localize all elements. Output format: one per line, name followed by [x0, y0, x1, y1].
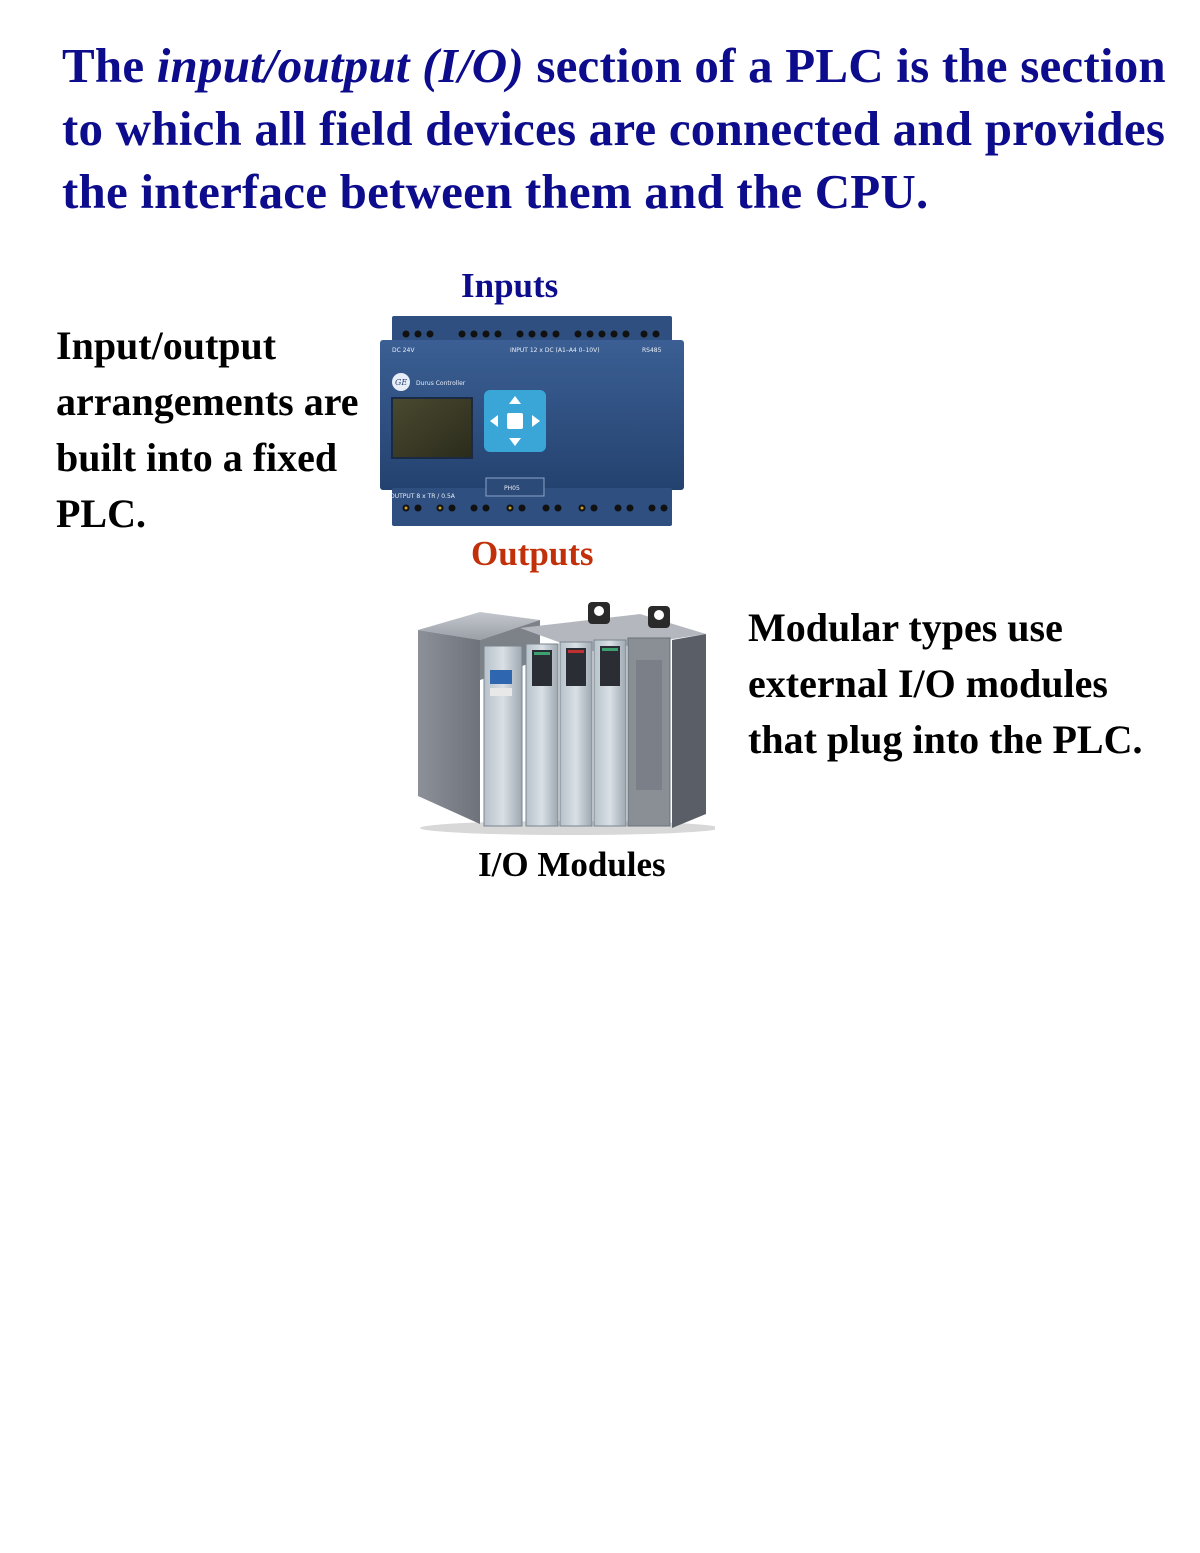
ge-logo-text: GE [395, 378, 407, 387]
modular-plc-image [418, 602, 715, 835]
rs485-label: RS485 [642, 347, 662, 354]
heading-emphasis: input/output (I/O) [156, 38, 524, 93]
page-heading: The input/output (I/O) section of a PLC … [62, 38, 1166, 219]
keypad-icon [484, 390, 546, 452]
lcd-screen [391, 397, 473, 459]
power-spec-label: DC 24V [392, 347, 415, 354]
input-spec-label: INPUT 12 x DC (A1–A4 0–10V) [510, 347, 600, 354]
inputs-label: Inputs [461, 266, 559, 305]
brand-label: Durus Controller [416, 380, 466, 387]
ge-logo-icon [392, 373, 410, 391]
model-label: PH05 [504, 485, 520, 492]
fixed-plc-description: Input/output arrangements are built into… [56, 323, 359, 536]
model-label-box [485, 477, 545, 497]
fixed-plc-image: DC 24V INPUT 12 x DC (A1–A4 0–10V) RS485… [380, 316, 684, 526]
output-spec-label: OUTPUT 8 x TR / 0.5A [390, 493, 456, 500]
io-modules-caption: I/O Modules [478, 845, 666, 884]
outputs-label: Outputs [471, 534, 594, 573]
modular-plc-description: Modular types use external I/O modules t… [748, 605, 1143, 762]
